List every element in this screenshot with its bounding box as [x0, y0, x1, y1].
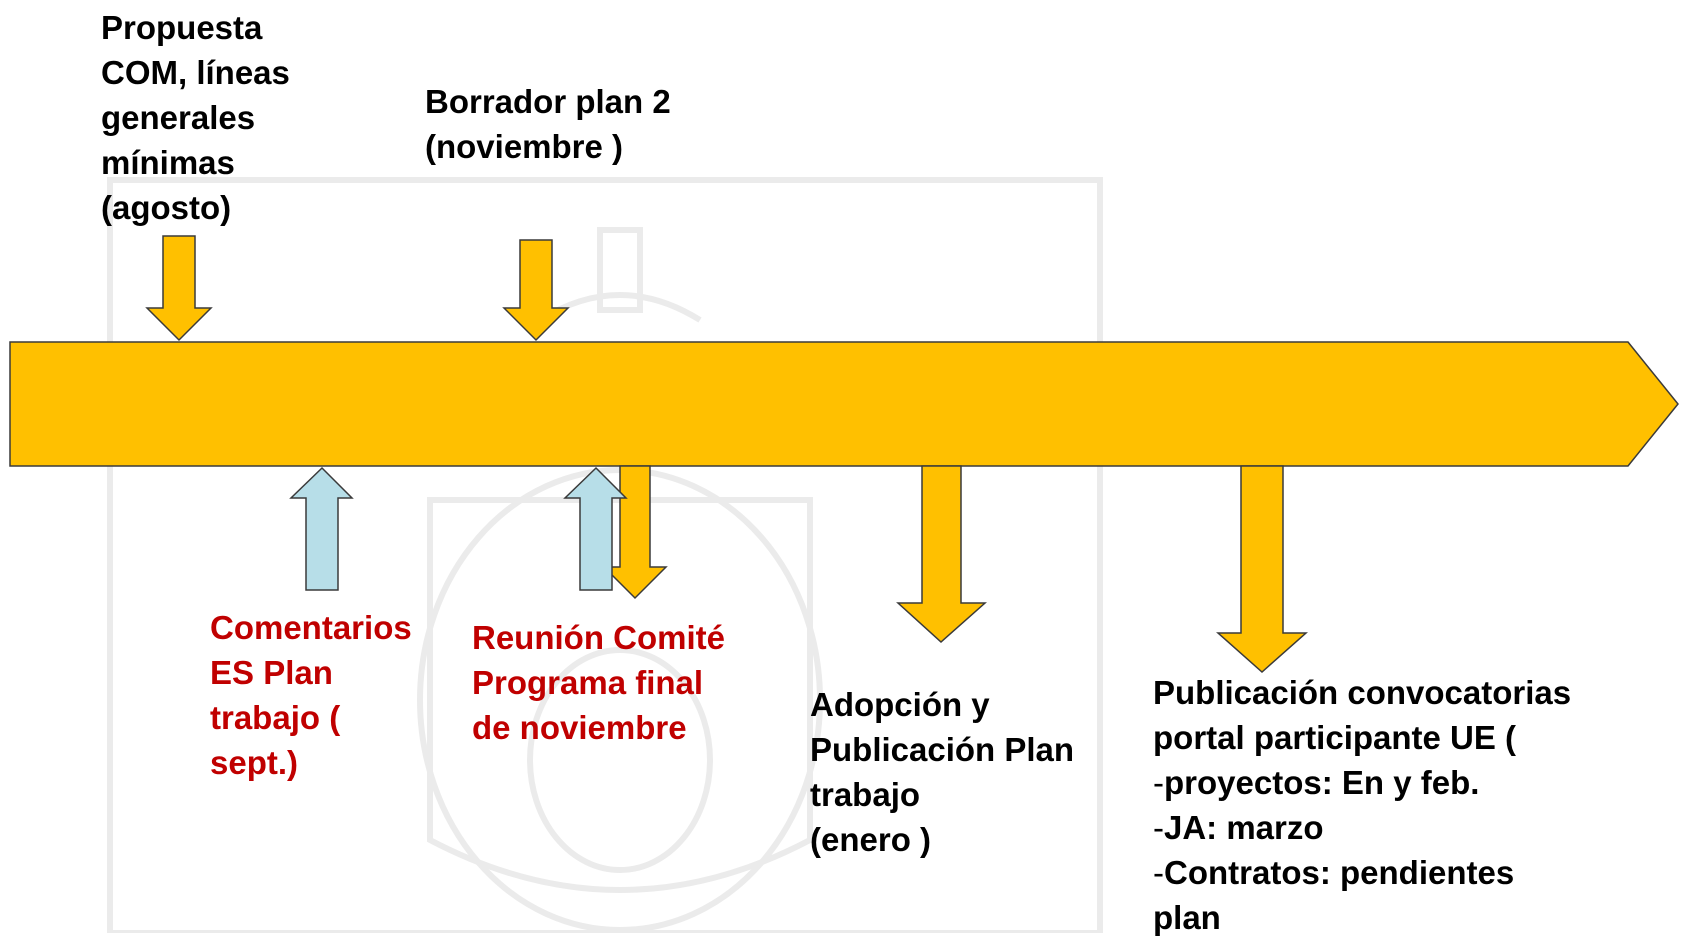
down-arrow-noviembre	[502, 239, 570, 342]
coat-of-arms-watermark	[107, 177, 1103, 933]
up-arrow-comentarios	[289, 466, 354, 591]
event-label-adopcion: Adopción y Publicación Plan trabajo (ene…	[810, 686, 1075, 858]
publicacion-bullet-list: -proyectos: En y feb. -JA: marzo -Contra…	[1153, 760, 1514, 940]
timeline-arrow	[9, 341, 1679, 467]
bullet-text: JA: marzo	[1164, 809, 1324, 846]
down-arrow-agosto	[145, 235, 213, 342]
bullet-text: Contratos: pendientes plan	[1153, 854, 1515, 936]
bullet-mark: -	[1153, 809, 1164, 846]
down-arrow-adopcion	[896, 465, 987, 644]
bullet-text: proyectos: En y feb.	[1164, 764, 1480, 801]
bullet-mark: -	[1153, 764, 1164, 801]
event-label-propuesta: Propuesta COM, líneas generales mínimas …	[101, 9, 290, 226]
list-item: -JA: marzo	[1153, 805, 1514, 850]
up-arrow-reunion	[563, 466, 628, 591]
event-label-publicacion-heading: Publicación convocatorias portal partici…	[1153, 674, 1572, 756]
bullet-mark: -	[1153, 854, 1164, 891]
list-item: -Contratos: pendientes plan	[1153, 850, 1514, 940]
event-label-comentarios: Comentarios ES Plan trabajo ( sept.)	[210, 609, 412, 781]
event-label-reunion: Reunión Comité Programa final de noviemb…	[472, 619, 725, 746]
event-label-borrador: Borrador plan 2 (noviembre )	[425, 83, 671, 165]
down-arrow-comite	[602, 465, 668, 600]
down-arrow-publicacion	[1216, 465, 1308, 674]
list-item: -proyectos: En y feb.	[1153, 760, 1514, 805]
